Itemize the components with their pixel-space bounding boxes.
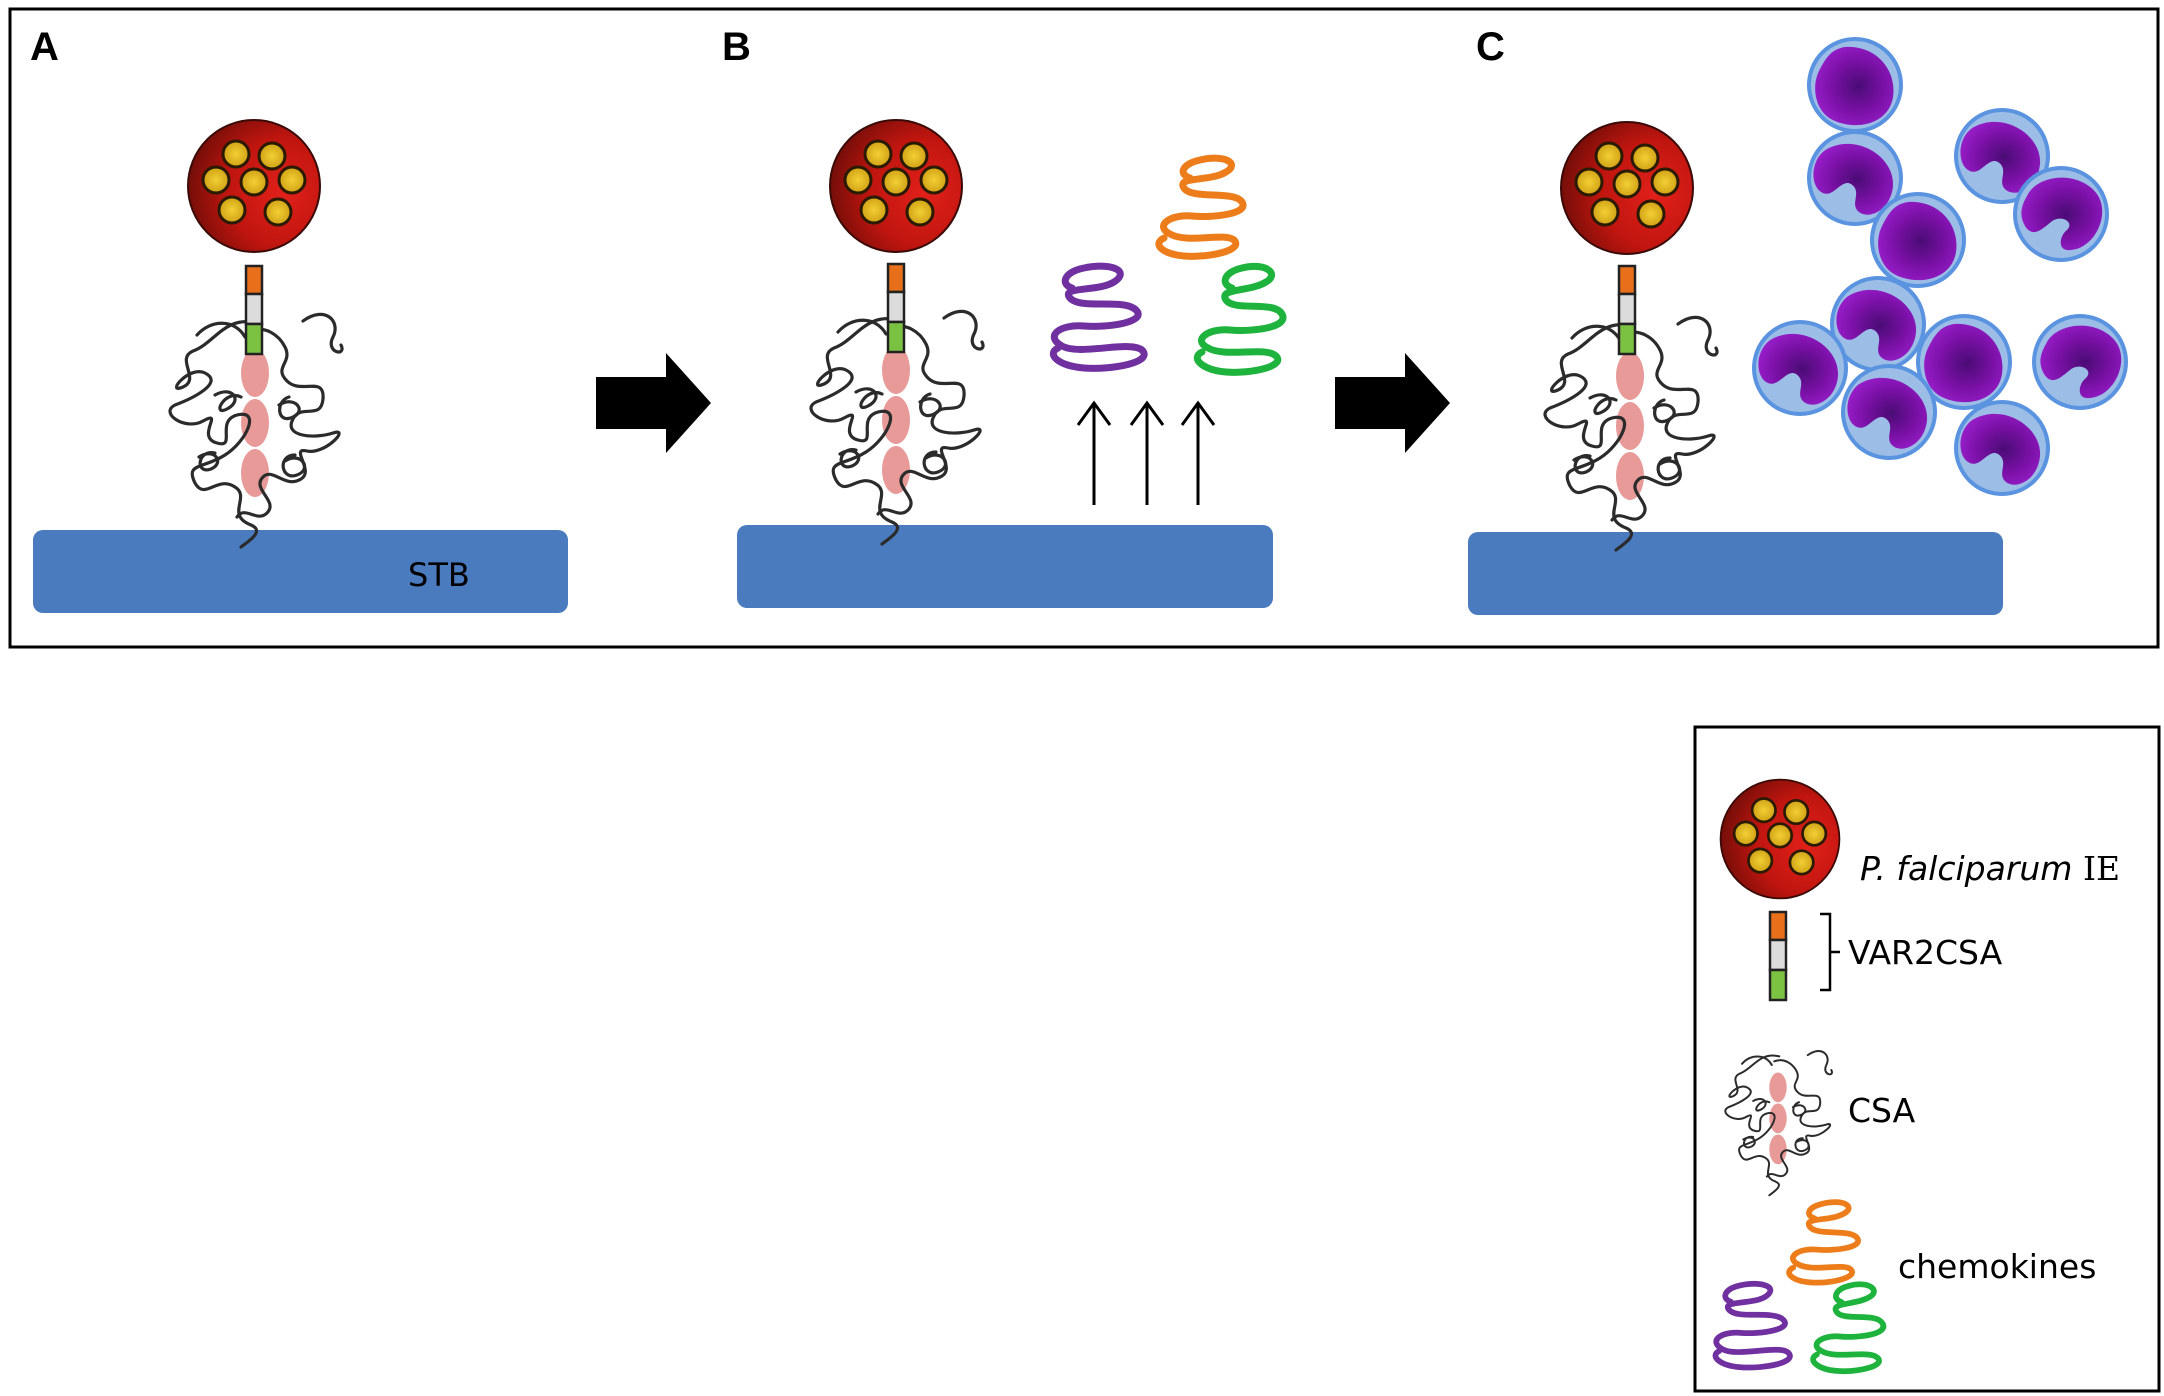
panel-a: STB	[33, 118, 568, 613]
block-arrow-b-to-c	[1335, 353, 1450, 453]
var2csa-stalk-a	[244, 264, 264, 356]
immune-cell	[1870, 192, 1966, 288]
immune-cell	[2013, 166, 2109, 262]
immune-cell	[1807, 37, 1903, 133]
infected-erythrocyte-b	[828, 118, 964, 254]
main-frame	[8, 7, 2160, 649]
panel-c	[1468, 37, 2128, 615]
immune-cell	[1752, 320, 1848, 416]
panel-letter-a: A	[30, 25, 59, 69]
legend-csa-label: CSA	[1848, 1091, 1916, 1130]
legend-chemokines-label: chemokines	[1898, 1247, 2096, 1286]
chemokine-orange-b	[1159, 158, 1243, 256]
legend-chemokines-icon	[1715, 1202, 1883, 1371]
legend: P. falciparum IE VAR2CSA CSA chemokines	[1693, 725, 2161, 1393]
secretion-arrows	[1076, 400, 1216, 505]
chemokine-purple-b	[1053, 266, 1144, 368]
chemokine-green-b	[1197, 266, 1283, 372]
legend-ie-icon	[1719, 778, 1841, 900]
stb-bar-a	[33, 530, 568, 613]
var2csa-stalk-c	[1617, 264, 1637, 356]
legend-csa-icon	[1724, 1050, 1833, 1197]
panel-letter-c: C	[1476, 25, 1505, 69]
immune-cell	[1954, 400, 2050, 496]
infected-erythrocyte-a	[186, 118, 322, 254]
legend-ie-label: P. falciparum IE	[1860, 849, 2120, 888]
panel-b	[737, 118, 1283, 608]
block-arrow-a-to-b	[596, 353, 711, 453]
legend-box	[1693, 725, 2161, 1393]
legend-ie-suffix: IE	[2072, 849, 2120, 888]
infected-erythrocyte-c	[1559, 120, 1695, 256]
legend-var2csa-bracket	[1820, 912, 1840, 992]
immune-cells	[1752, 37, 2128, 496]
legend-var2csa-label: VAR2CSA	[1848, 933, 2003, 972]
legend-ie-species: P. falciparum	[1860, 849, 2072, 888]
stb-label: STB	[408, 556, 470, 594]
stb-bar-b	[737, 525, 1273, 608]
immune-cell	[2032, 314, 2128, 410]
legend-var2csa-icon	[1768, 910, 1788, 1002]
immune-cell	[1841, 364, 1937, 460]
var2csa-stalk-b	[886, 262, 906, 354]
stb-bar-c	[1468, 532, 2003, 615]
panel-letter-b: B	[722, 25, 751, 69]
